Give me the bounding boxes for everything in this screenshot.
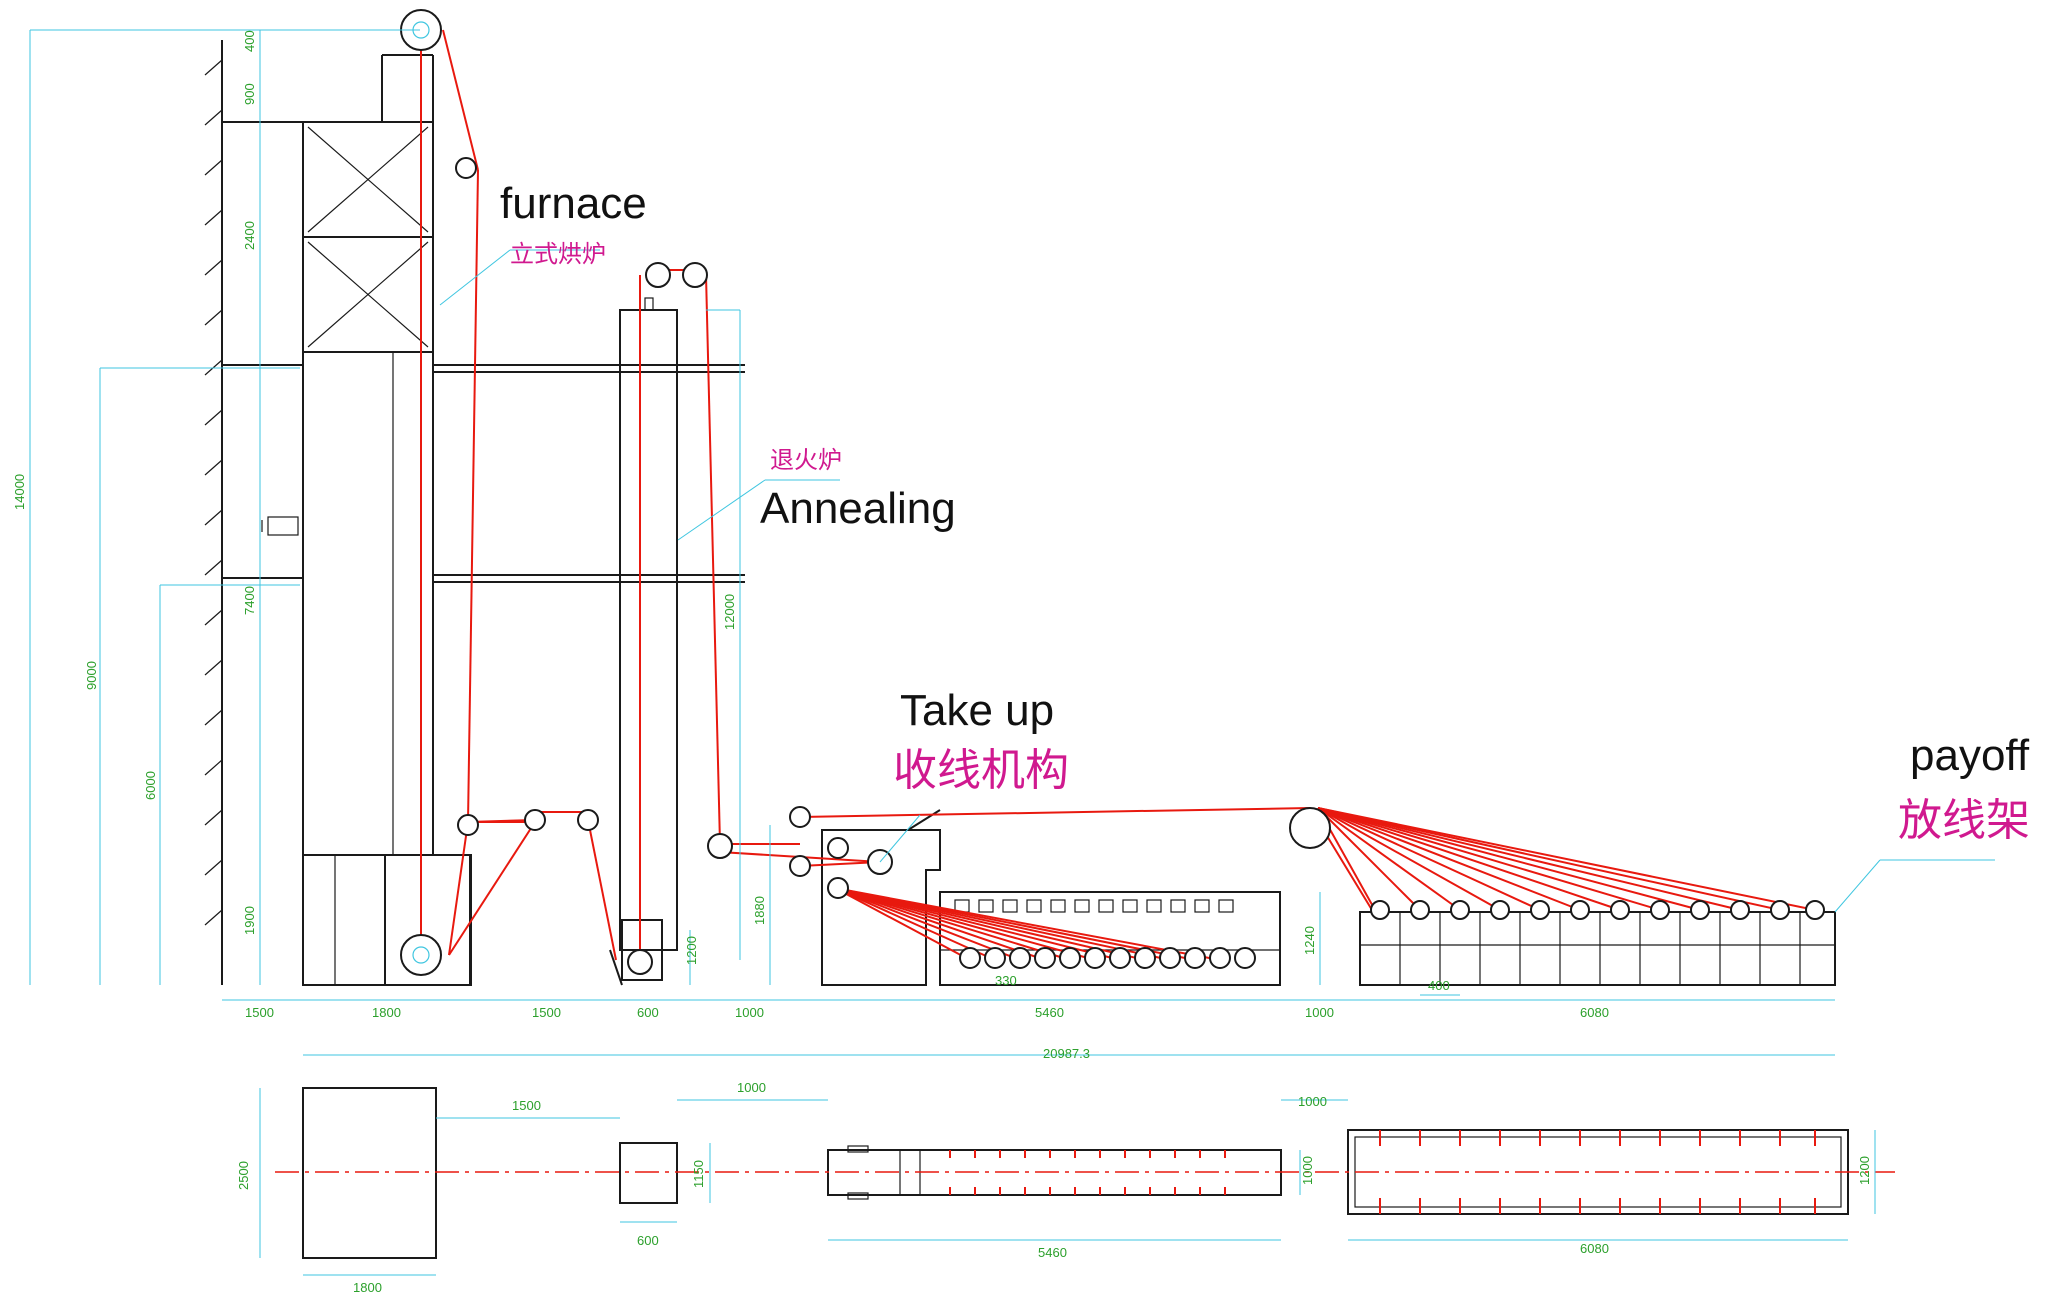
dim-400: 400 <box>1428 978 1450 993</box>
dimension-lines <box>29 29 1835 1056</box>
dim-400: 400 <box>242 30 257 52</box>
dim-1800-a: 1800 <box>372 1005 401 1020</box>
plan-dim-1000-b: 1000 <box>1298 1094 1327 1109</box>
plan-dim-1000-c: 1000 <box>1300 1156 1315 1185</box>
takeup-label-cn: 收线机构 <box>893 745 1069 796</box>
plan-dim-1500: 1500 <box>512 1098 541 1113</box>
dim-total-height: 14000 <box>12 474 27 510</box>
dim-6000: 6000 <box>143 771 158 800</box>
annealing-label: Annealing <box>760 484 956 533</box>
plan-dim-6080: 6080 <box>1580 1241 1609 1256</box>
payoff-label-cn: 放线架 <box>1898 795 2030 846</box>
plan-dim-1150: 1150 <box>691 1160 706 1188</box>
dim-330: 330 <box>995 973 1017 988</box>
dim-6080-a: 6080 <box>1580 1005 1609 1020</box>
leader-lines <box>439 249 1995 913</box>
dim-5460-a: 5460 <box>1035 1005 1064 1020</box>
dim-7400: 7400 <box>242 586 257 615</box>
rollers <box>400 9 1825 976</box>
payoff-label: payoff <box>1910 731 2030 780</box>
dim-12000: 12000 <box>722 594 737 630</box>
payoff-rack <box>1359 911 1836 986</box>
plan-view <box>259 1087 1895 1276</box>
plan-dim-5460: 5460 <box>1038 1245 1067 1260</box>
plan-dim-2500: 2500 <box>236 1161 251 1190</box>
dim-1200: 1200 <box>684 936 699 965</box>
dim-1900: 1900 <box>242 906 257 935</box>
bottom-sheave <box>400 934 442 976</box>
dimension-texts: 14000 9000 6000 7400 1900 2400 900 400 1… <box>12 30 1872 1295</box>
dim-900: 900 <box>242 83 257 105</box>
furnace-label: furnace <box>500 179 647 228</box>
dim-600-a: 600 <box>637 1005 659 1020</box>
dim-1000-a: 1000 <box>735 1005 764 1020</box>
furnace-tower <box>222 54 745 986</box>
dim-2400: 2400 <box>242 221 257 250</box>
furnace-label-cn: 立式烘炉 <box>510 240 606 268</box>
dim-9000: 9000 <box>84 661 99 690</box>
plan-dim-1000-a: 1000 <box>737 1080 766 1095</box>
plan-dim-1800: 1800 <box>353 1280 382 1295</box>
dim-1880: 1880 <box>752 896 767 925</box>
dim-1500-a: 1500 <box>245 1005 274 1020</box>
wall <box>204 40 223 985</box>
annealing-column <box>609 297 678 986</box>
plan-dim-600: 600 <box>637 1233 659 1248</box>
annealing-label-cn: 退火炉 <box>770 446 842 474</box>
dim-1000-b: 1000 <box>1305 1005 1334 1020</box>
plan-dim-1200: 1200 <box>1857 1156 1872 1185</box>
wire-path <box>420 29 1816 961</box>
dim-total-length: 20987.3 <box>1043 1046 1090 1061</box>
dim-1240: 1240 <box>1302 926 1317 955</box>
takeup-label: Take up <box>900 686 1054 735</box>
dim-1500-b: 1500 <box>532 1005 561 1020</box>
